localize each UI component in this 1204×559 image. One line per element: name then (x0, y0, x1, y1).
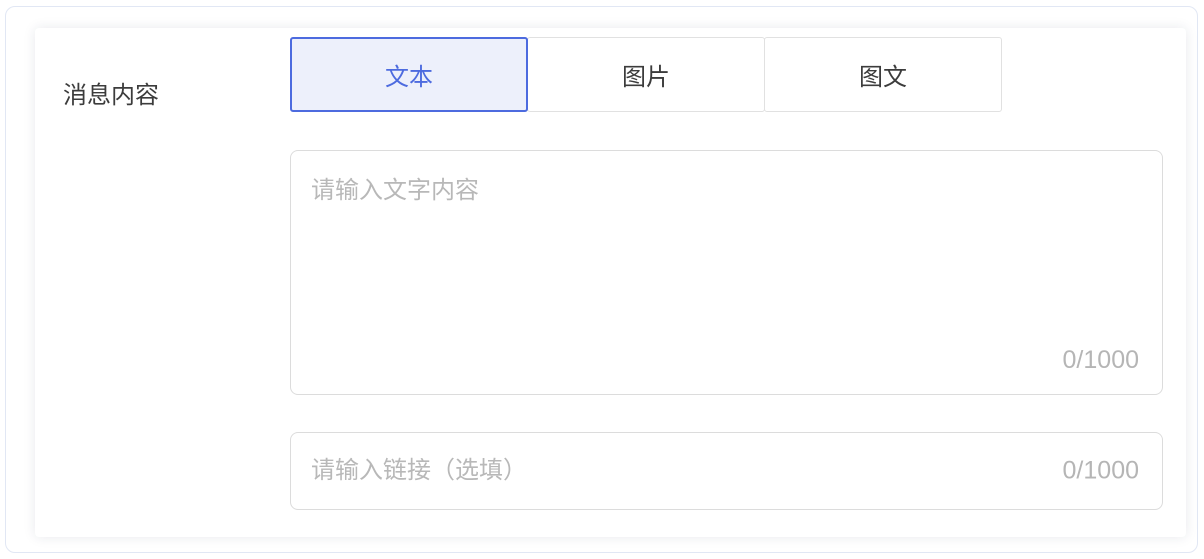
tab-text[interactable]: 文本 (290, 37, 528, 112)
tab-image-text-label: 图文 (859, 64, 907, 91)
tab-image-label: 图片 (622, 64, 670, 91)
content-type-tab-group: 文本 图片 图文 (290, 37, 1002, 112)
message-content-label: 消息内容 (63, 82, 159, 109)
tab-image-text[interactable]: 图文 (764, 37, 1002, 112)
text-content-textarea[interactable] (290, 150, 1163, 395)
link-input[interactable] (290, 432, 1163, 510)
message-content-card: 消息内容 文本 图片 图文 0/1000 0/1000 (35, 28, 1186, 537)
tab-text-label: 文本 (385, 64, 433, 91)
text-content-field-wrap: 0/1000 (290, 150, 1163, 395)
outer-panel: 消息内容 文本 图片 图文 0/1000 0/1000 (5, 6, 1198, 553)
link-field-wrap: 0/1000 (290, 432, 1163, 510)
tab-image[interactable]: 图片 (527, 37, 765, 112)
